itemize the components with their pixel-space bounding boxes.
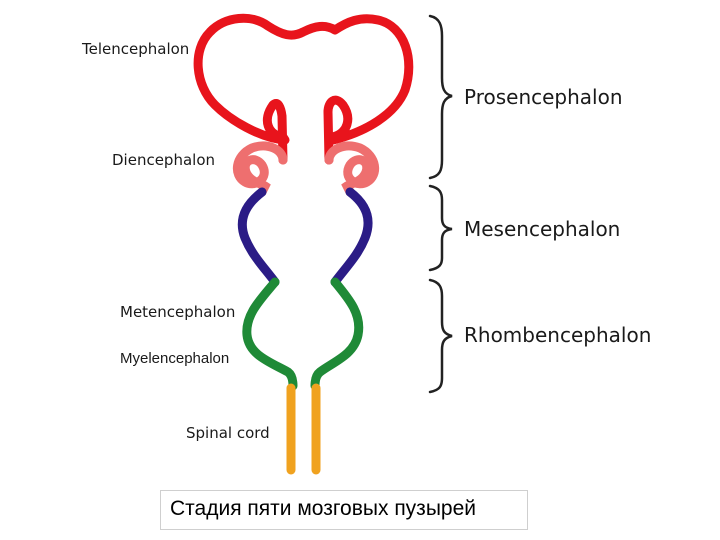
diencephalon-right	[324, 141, 380, 197]
myelencephalon-label: Myelencephalon	[120, 350, 230, 367]
metencephalon-label: Metencephalon	[120, 303, 236, 321]
diencephalon-left	[232, 141, 288, 197]
telencephalon-left-stem	[268, 99, 288, 165]
mesencephalon-label: Mesencephalon	[464, 217, 621, 241]
mesencephalon-brace	[428, 184, 453, 272]
spinal-cord-label: Spinal cord	[186, 424, 270, 442]
prosencephalon-label: Prosencephalon	[464, 85, 623, 109]
caption: Стадия пяти мозговых пузырей	[170, 497, 476, 520]
telencephalon-label: Telencephalon	[82, 40, 190, 58]
caption-frame	[160, 490, 528, 530]
prosencephalon-brace	[428, 14, 453, 180]
mesencephalon-left	[237, 187, 280, 287]
telencephalon-vesicle	[193, 13, 414, 145]
diencephalon-label: Diencephalon	[112, 151, 216, 169]
rhombencephalon-left	[242, 277, 298, 391]
mesencephalon-right	[330, 187, 373, 287]
rhombencephalon-label: Rhombencephalon	[464, 323, 652, 347]
rhombencephalon-right	[310, 277, 364, 391]
rhombencephalon-brace	[428, 278, 453, 394]
